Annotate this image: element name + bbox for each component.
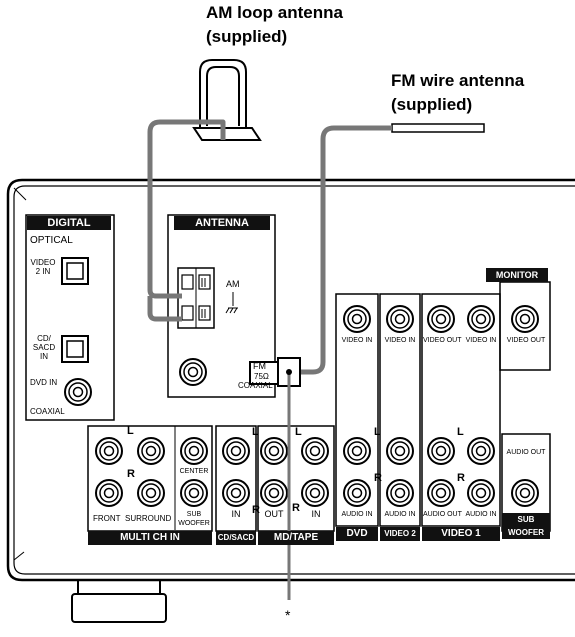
am-loop-antenna: [192, 59, 262, 141]
video2-label: VIDEO 2: [380, 527, 420, 541]
md-r-marker: R: [292, 502, 300, 514]
video1-video-in-label: VIDEO IN: [465, 337, 497, 344]
md-tape-label: MD/TAPE: [258, 531, 334, 545]
callout-anchor-dot: [286, 369, 292, 375]
dvd-video-in-label: VIDEO IN: [341, 337, 373, 344]
fm-antenna-title: FM wire antenna: [391, 71, 525, 90]
am-antenna-note: (supplied): [206, 27, 288, 46]
antenna-header: ANTENNA: [174, 216, 270, 230]
dvd-audio-in-label: AUDIO IN: [341, 511, 373, 518]
dvd-in-label: DVD IN: [30, 378, 58, 387]
am-antenna-title: AM loop antenna: [206, 3, 343, 22]
video1-audio-out-label: AUDIO OUT: [423, 511, 462, 518]
receiver-panel: [6, 178, 575, 582]
optical-label: OPTICAL: [30, 235, 73, 246]
md-out-label: OUT: [264, 509, 284, 519]
am-antenna-cable: [147, 119, 226, 322]
dvd-l-marker: L: [374, 426, 381, 438]
video1-r-marker: R: [457, 472, 465, 484]
cd-r-marker: R: [252, 504, 260, 516]
video1-l-marker: L: [457, 426, 464, 438]
coaxial-label: COAXIAL: [30, 407, 65, 416]
video1-audio-in-label: AUDIO IN: [465, 511, 497, 518]
md-in-label: IN: [311, 509, 321, 519]
video2-audio-in-label: AUDIO IN: [384, 511, 416, 518]
fm-coaxial-label: COAXIAL: [238, 381, 273, 390]
cd-l-marker: L: [252, 426, 259, 438]
video2-in-label: VIDEO 2 IN: [30, 258, 56, 276]
dvd-r-marker: R: [374, 472, 382, 484]
video1-label: VIDEO 1: [422, 527, 500, 541]
sub-woofer-label: SUB WOOFER: [502, 513, 550, 539]
front-label: FRONT: [93, 514, 121, 523]
cd-sacd-label: CD/SACD: [216, 531, 256, 545]
center-label: CENTER: [179, 468, 209, 475]
surround-label: SURROUND: [125, 514, 172, 523]
callout-asterisk: *: [285, 607, 291, 623]
digital-header: DIGITAL: [27, 216, 111, 230]
digital-box: [25, 214, 115, 421]
multi-r-marker: R: [127, 468, 135, 480]
sub-label: SUB: [186, 511, 202, 518]
box-dividers: [174, 426, 379, 530]
am-terminal-label: AM: [226, 279, 240, 289]
fm-terminal-label: FM: [253, 361, 266, 371]
dvd-label: DVD: [336, 527, 378, 541]
sub-audio-out-label: AUDIO OUT: [506, 449, 546, 456]
multi-ch-in-label: MULTI CH IN: [88, 531, 212, 545]
multi-l-marker: L: [127, 425, 134, 437]
video2-video-in-label: VIDEO IN: [384, 337, 416, 344]
fm-wire-antenna: [391, 123, 485, 133]
woofer-label: WOOFER: [178, 520, 210, 527]
video1-video-out-label: VIDEO OUT: [423, 337, 462, 344]
monitor-header: MONITOR: [486, 268, 548, 282]
fm-antenna-note: (supplied): [391, 95, 473, 114]
cd-in-label: IN: [231, 509, 241, 519]
monitor-video-out-label: VIDEO OUT: [506, 337, 546, 344]
fm-antenna-cable: [300, 125, 392, 375]
antenna-box: [167, 214, 276, 398]
cd-sacd-in-label: CD/ SACD IN: [32, 334, 56, 361]
receiver-foot: [71, 579, 167, 623]
fm-impedance-label: 75Ω: [254, 372, 269, 381]
md-l-marker: L: [295, 426, 302, 438]
